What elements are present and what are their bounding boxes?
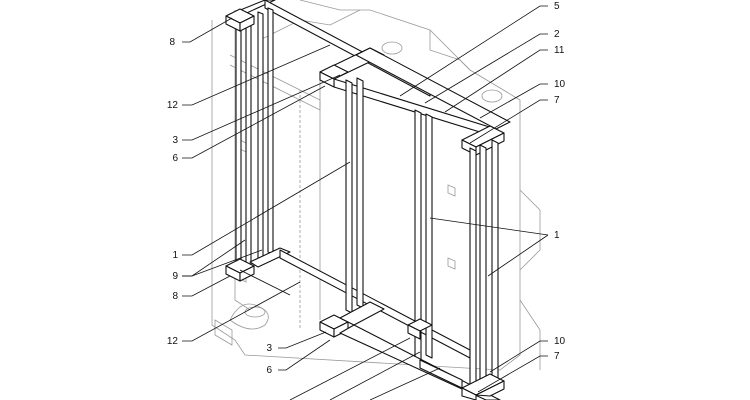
front-frame (419, 125, 505, 400)
callout-1-right: 1 (554, 230, 560, 241)
leader-12-bottom (182, 281, 301, 342)
leader-3-bottom (278, 331, 327, 349)
callout-3-bottom: 3 (266, 343, 272, 354)
leader-10-top (479, 83, 548, 119)
callout-1-left: 1 (172, 250, 178, 261)
leader-bottom-b (329, 351, 421, 400)
leader-11 (444, 49, 548, 113)
leader-1-right-a (429, 217, 549, 236)
leader-10-bottom (489, 340, 548, 373)
leader-7-top (469, 99, 548, 144)
leader-3-top (182, 74, 341, 141)
leader-1-right-b (487, 234, 549, 277)
leader-2 (424, 33, 548, 104)
callout-9: 9 (172, 271, 178, 282)
leader-12-top (182, 44, 331, 106)
callout-7-bottom: 7 (554, 351, 560, 362)
callout-3-top: 3 (172, 135, 178, 146)
callout-2: 2 (554, 29, 560, 40)
leader-bottom-a (289, 337, 411, 400)
callout-8-top: 8 (169, 37, 175, 48)
leader-1-left (182, 161, 351, 256)
callout-6-bottom: 6 (266, 365, 272, 376)
leader-9b (182, 249, 263, 277)
leader-5 (399, 5, 548, 97)
leader-8-top (182, 17, 233, 43)
leader-7-bottom (477, 355, 548, 393)
callout-6-top: 6 (172, 153, 178, 164)
callout-10-top: 10 (554, 79, 566, 90)
leader-6-top (182, 85, 326, 159)
callout-5: 5 (554, 1, 560, 12)
callout-8-bottom: 8 (172, 291, 178, 302)
callout-labels: 8 12 3 6 5 2 11 10 7 1 1 9 8 12 3 6 10 7 (167, 1, 566, 376)
leader-lines (182, 5, 549, 400)
leader-bottom-c (369, 367, 441, 400)
leader-8-bottom (182, 275, 231, 297)
callout-12-bottom: 12 (167, 336, 179, 347)
leader-6-bottom (278, 339, 331, 371)
callout-12-top: 12 (167, 100, 179, 111)
callout-11: 11 (554, 45, 565, 56)
callout-10-bottom: 10 (554, 336, 566, 347)
callout-7-top: 7 (554, 95, 560, 106)
